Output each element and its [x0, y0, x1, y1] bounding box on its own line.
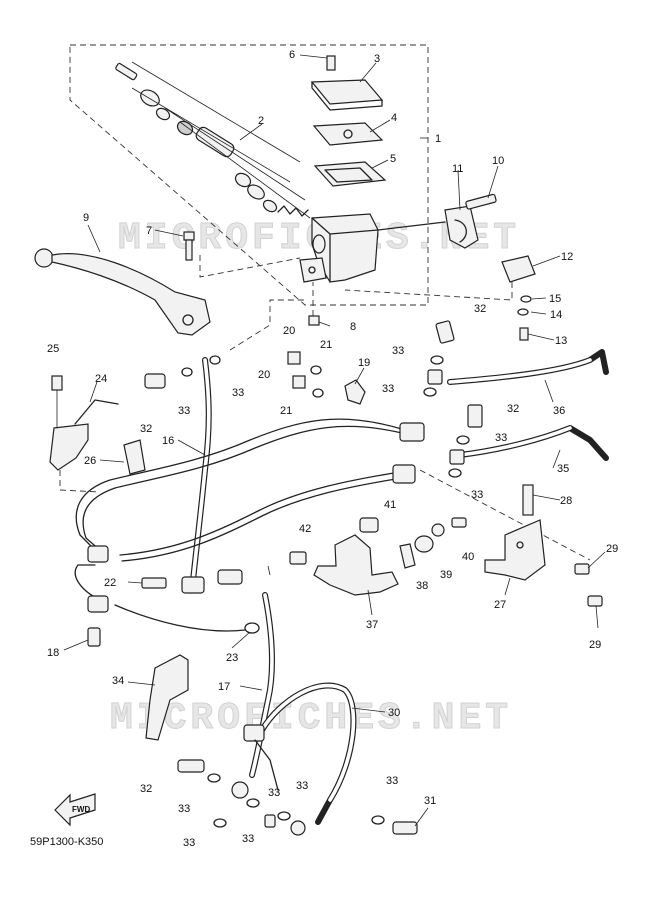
callout-32b: 32 [507, 403, 519, 415]
callout-19: 19 [358, 357, 370, 369]
brake-pipes [74, 418, 411, 632]
callout-22: 22 [104, 577, 116, 589]
callout-29a: 29 [606, 543, 618, 555]
callout-39: 39 [440, 569, 452, 581]
callout-3: 3 [374, 53, 380, 65]
callout-12: 12 [561, 251, 573, 263]
brake-hose-35 [457, 425, 609, 461]
callout-14: 14 [550, 309, 562, 321]
piston-kit [115, 61, 311, 219]
callout-2: 2 [258, 115, 264, 127]
callout-33k: 33 [296, 780, 308, 792]
callout-18: 18 [47, 647, 59, 659]
brake-joint-upper [87, 422, 425, 613]
brake-hose-30 [259, 682, 357, 825]
callout-5: 5 [390, 153, 396, 165]
callout-10: 10 [492, 155, 504, 167]
callout-leaders [63, 62, 606, 827]
callout-32d: 32 [140, 783, 152, 795]
master-cylinder-body [299, 213, 379, 283]
callout-41: 41 [384, 499, 396, 511]
brake-switch [344, 255, 536, 341]
callout-4: 4 [391, 112, 397, 124]
callout-20a: 20 [283, 325, 295, 337]
handlebar-holder [377, 193, 497, 249]
callout-33d: 33 [471, 489, 483, 501]
callout-numbers: 1 2 3 4 5 6 7 8 9 10 11 12 13 14 15 16 1… [47, 49, 618, 849]
brake-hose-17 [249, 592, 275, 778]
callout-33g: 33 [178, 803, 190, 815]
callout-33b: 33 [382, 383, 394, 395]
callout-23: 23 [226, 652, 238, 664]
callout-32c: 32 [140, 423, 152, 435]
callout-8: 8 [350, 321, 356, 333]
hose-union-bolts-right [423, 320, 483, 478]
callout-7: 7 [146, 225, 152, 237]
callout-28: 28 [560, 495, 572, 507]
brake-hose-36 [447, 349, 609, 385]
right-bracket [484, 484, 603, 607]
misc-bolts [87, 577, 260, 647]
callout-20b: 20 [258, 369, 270, 381]
lower-hose-fittings [231, 724, 306, 836]
callout-33c: 33 [495, 432, 507, 444]
fwd-label: FWD [72, 805, 90, 814]
callout-26: 26 [84, 455, 96, 467]
reservoir-cap-parts [299, 54, 387, 187]
lower-union-bolts [177, 759, 418, 835]
callout-37: 37 [366, 619, 378, 631]
callout-35: 35 [557, 463, 569, 475]
callout-11: 11 [452, 163, 463, 175]
callout-33a: 33 [392, 345, 404, 357]
callout-33f: 33 [232, 387, 244, 399]
callout-29b: 29 [589, 639, 601, 651]
lever-pivot-bolt [183, 231, 320, 326]
callout-34: 34 [112, 675, 124, 687]
callout-33l: 33 [386, 775, 398, 787]
callout-25: 25 [47, 343, 59, 355]
diagram-code: 59P1300-K350 [30, 836, 103, 848]
callout-15: 15 [549, 293, 561, 305]
watermark-bottom: MICROFICHES.NET [110, 697, 512, 740]
callout-30: 30 [388, 707, 400, 719]
callout-13: 13 [555, 335, 567, 347]
callout-33h: 33 [183, 837, 195, 849]
callout-32a: 32 [474, 303, 486, 315]
callout-21b: 21 [280, 405, 292, 417]
callout-40: 40 [462, 551, 474, 563]
callout-9: 9 [83, 212, 89, 224]
callout-16: 16 [162, 435, 174, 447]
upper-union-bolts [144, 351, 366, 405]
master-cylinder-kit-boundary [69, 44, 429, 306]
callout-24: 24 [95, 373, 107, 385]
brake-hose-16 [189, 357, 212, 593]
callout-6: 6 [289, 49, 295, 61]
lower-bracket [145, 654, 189, 741]
callout-27: 27 [494, 599, 506, 611]
callout-17: 17 [218, 681, 230, 693]
callout-38: 38 [416, 580, 428, 592]
callout-33i: 33 [242, 833, 254, 845]
callout-21a: 21 [320, 339, 332, 351]
center-bracket [289, 517, 467, 596]
brake-lever [34, 248, 211, 336]
assembly-dashed-lines [59, 299, 591, 561]
callout-31: 31 [424, 795, 436, 807]
callout-33e: 33 [178, 405, 190, 417]
callout-36: 36 [553, 405, 565, 417]
callout-33j: 33 [268, 787, 280, 799]
forward-arrow-icon: FWD [54, 793, 96, 827]
callout-42: 42 [299, 523, 311, 535]
left-bracket [49, 375, 146, 475]
callout-1: 1 [435, 133, 441, 145]
